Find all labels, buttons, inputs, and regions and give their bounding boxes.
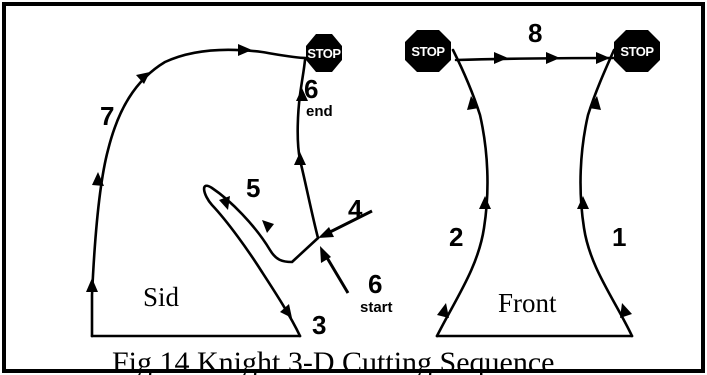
figure-caption: Fig 14 Knight 3-D Cutting Sequence	[112, 346, 554, 375]
arrow-side-3	[280, 304, 292, 318]
stop-label-front-left: STOP	[411, 44, 445, 59]
front-top-cut-8	[454, 56, 616, 62]
step-sublabel-end: end	[306, 103, 333, 120]
stop-octagon-front-left	[405, 30, 451, 72]
side-outline-back-7	[90, 48, 308, 338]
arrow-front-2-a	[437, 303, 449, 318]
stop-label-front-right: STOP	[620, 44, 654, 59]
stop-sign-front-left: STOP	[405, 30, 451, 72]
arrow-front-1-b	[577, 196, 589, 209]
side-arrows	[86, 44, 308, 318]
side-front-path-6	[296, 58, 320, 240]
cut-6-start-arrow	[320, 246, 350, 294]
arrow-front-1-a	[620, 303, 632, 318]
stop-octagon-side	[306, 34, 342, 72]
stop-sign-front-right: STOP	[614, 30, 660, 72]
cut-6-start-line	[324, 255, 350, 294]
step-label-2: 2	[449, 222, 463, 252]
step-label-3: 3	[312, 310, 326, 340]
step-label-4: 4	[348, 194, 363, 224]
front-right-profile-1	[579, 48, 634, 338]
arrow-side-7-c	[136, 72, 150, 84]
stop-octagon-front-right	[614, 30, 660, 72]
cut-4-line	[325, 209, 373, 236]
step-label-5: 5	[246, 173, 260, 203]
arrow-side-7-a	[86, 278, 98, 292]
stop-label-side: STOP	[307, 46, 341, 61]
cut-6-start-head	[320, 246, 331, 263]
step-sublabel-start: start	[360, 299, 393, 316]
front-arrows	[437, 52, 632, 318]
cut-4-head	[318, 227, 334, 238]
front-view-label: Front	[498, 288, 557, 318]
arrow-front-2-b	[479, 196, 491, 209]
arrow-side-6-a	[294, 152, 306, 165]
side-view	[90, 48, 320, 338]
step-label-6-end: 6	[304, 74, 318, 104]
arrow-front-8-b	[546, 52, 560, 64]
front-left-profile-2	[435, 48, 489, 338]
arrow-front-2-c	[467, 96, 479, 110]
arrow-side-5	[262, 220, 274, 233]
step-label-8: 8	[528, 18, 542, 48]
arrow-side-6-b	[296, 88, 308, 101]
stop-sign-side: STOP	[306, 34, 342, 72]
step-label-6-start: 6	[368, 269, 382, 299]
step-label-7: 7	[100, 101, 114, 131]
arrow-front-8-c	[596, 52, 610, 64]
arrow-front-8-a	[494, 52, 508, 64]
arrow-side-5-b	[219, 196, 230, 210]
cut-4-arrow	[318, 209, 373, 238]
arrow-side-7-b	[92, 172, 104, 186]
step-label-1: 1	[612, 222, 626, 252]
arrow-front-1-c	[589, 96, 601, 110]
arrow-side-7-d	[238, 44, 252, 56]
side-loop-cut-5-3	[202, 184, 320, 338]
side-view-label: Sid	[143, 282, 180, 312]
